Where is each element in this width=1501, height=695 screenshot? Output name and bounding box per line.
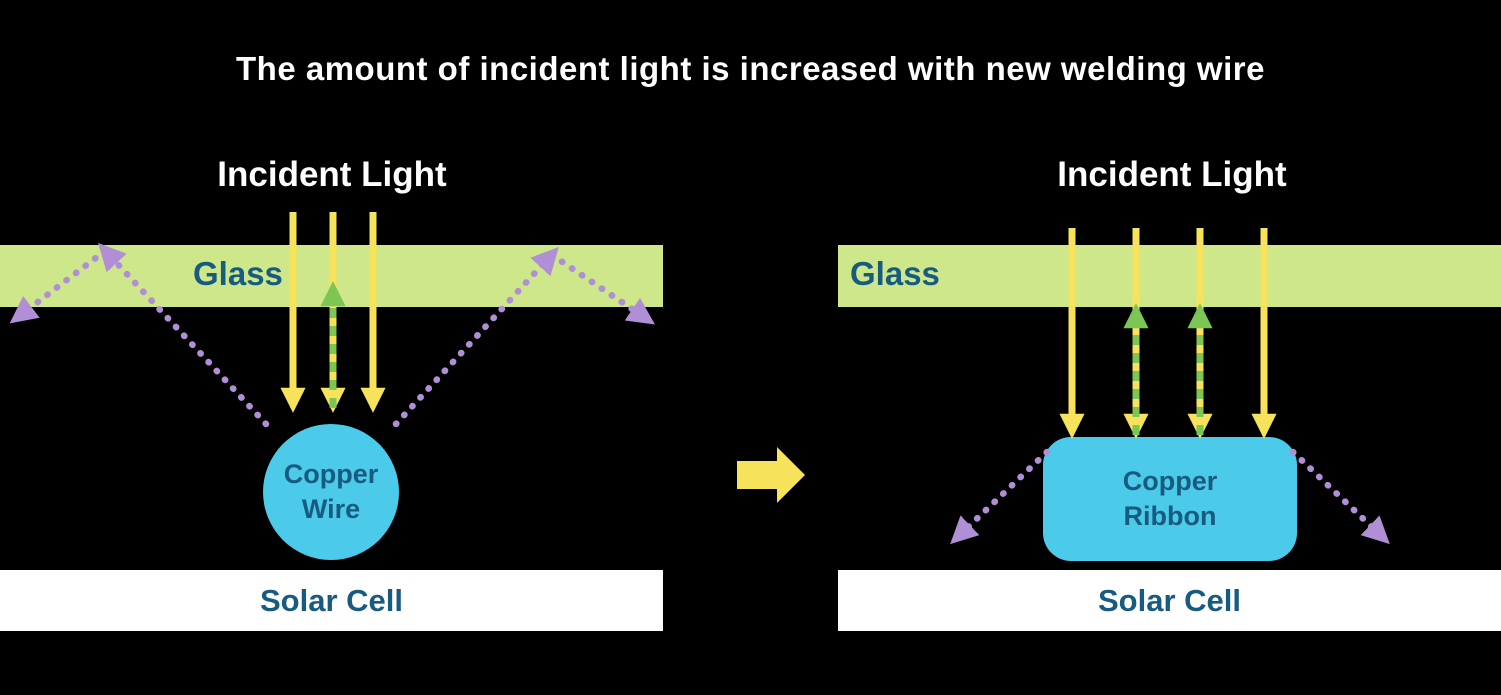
diagram-title: The amount of incident light is increase… bbox=[236, 50, 1265, 87]
glass-label-right: Glass bbox=[850, 255, 940, 292]
copper-wire-shape: Copper Wire bbox=[263, 424, 399, 560]
copper-ribbon-label-line2: Ribbon bbox=[1123, 501, 1217, 531]
glass-layer-right: Glass bbox=[838, 245, 1501, 307]
copper-ribbon-shape: Copper Ribbon bbox=[1043, 437, 1297, 561]
incident-light-label-left: Incident Light bbox=[217, 155, 447, 194]
glass-label-left: Glass bbox=[193, 255, 283, 292]
solar-cell-left: Solar Cell bbox=[0, 570, 663, 631]
solar-cell-label-right: Solar Cell bbox=[1098, 582, 1241, 618]
solar-cell-right: Solar Cell bbox=[838, 570, 1501, 631]
incident-light-label-right: Incident Light bbox=[1057, 155, 1287, 194]
copper-wire-label-line2: Wire bbox=[301, 494, 361, 524]
lost-light-arrow-icon bbox=[950, 448, 1051, 545]
transition-arrow-icon bbox=[737, 447, 805, 503]
copper-wire-label-line1: Copper bbox=[283, 458, 379, 489]
reflected-light-arrows-right bbox=[1123, 303, 1213, 435]
glass-layer-left: Glass bbox=[0, 245, 663, 307]
solar-cell-label-left: Solar Cell bbox=[260, 582, 403, 618]
copper-ribbon-label-line1: Copper bbox=[1122, 465, 1218, 496]
lost-light-arrow-icon bbox=[1289, 448, 1390, 545]
